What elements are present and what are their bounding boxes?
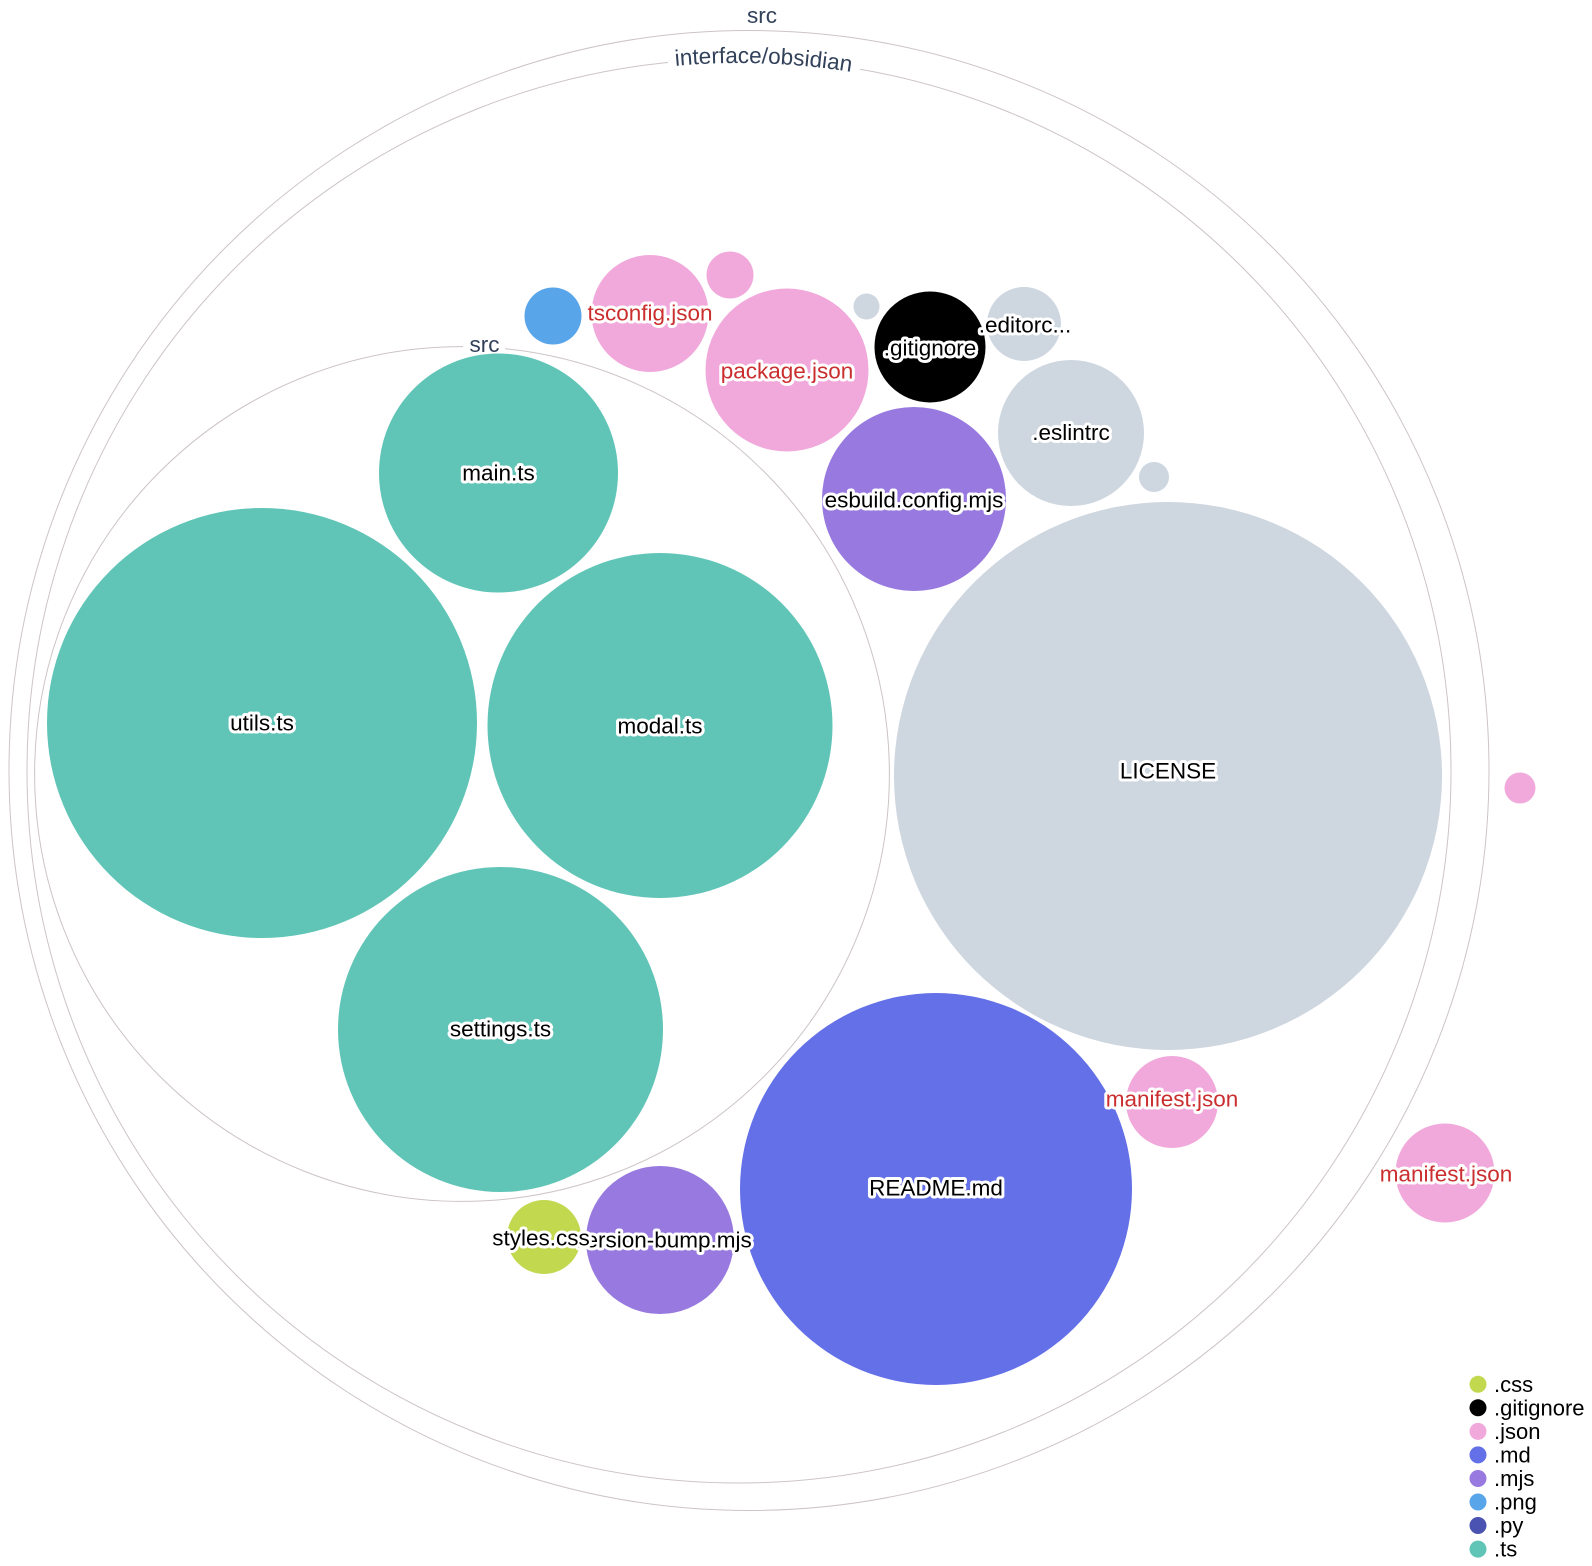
svg-text:.gitignore: .gitignore [884,336,977,361]
svg-text:manifest.json: manifest.json [1380,1162,1513,1187]
svg-text:.json: .json [1494,1419,1540,1444]
svg-text:manifest.json: manifest.json [1106,1087,1239,1112]
svg-text:.editorc...: .editorc... [979,313,1072,338]
svg-text:src: src [747,3,777,28]
svg-text:.png: .png [1494,1490,1537,1515]
svg-text:tsconfig.json: tsconfig.json [587,301,712,326]
svg-text:LICENSE: LICENSE [1120,759,1216,784]
svg-text:README.md: README.md [869,1176,1003,1201]
svg-text:settings.ts: settings.ts [450,1017,551,1042]
svg-text:.mjs: .mjs [1494,1466,1534,1491]
svg-text:.md: .md [1494,1442,1531,1467]
svg-text:.py: .py [1494,1513,1523,1538]
svg-text:.eslintrc: .eslintrc [1032,420,1110,445]
svg-text:utils.ts: utils.ts [230,711,294,736]
svg-text:version-bump.mjs: version-bump.mjs [574,1228,752,1253]
svg-text:interface/obsidian: interface/obsidian [674,43,855,77]
svg-text:styles.css: styles.css [492,1226,590,1251]
svg-text:src: src [470,332,500,357]
svg-text:.css: .css [1494,1372,1533,1397]
svg-text:.ts: .ts [1494,1537,1517,1562]
svg-text:esbuild.config.mjs: esbuild.config.mjs [825,488,1004,513]
svg-text:modal.ts: modal.ts [617,714,702,739]
svg-text:main.ts: main.ts [462,461,535,486]
svg-text:.gitignore: .gitignore [1494,1395,1585,1420]
svg-text:package.json: package.json [721,359,854,384]
